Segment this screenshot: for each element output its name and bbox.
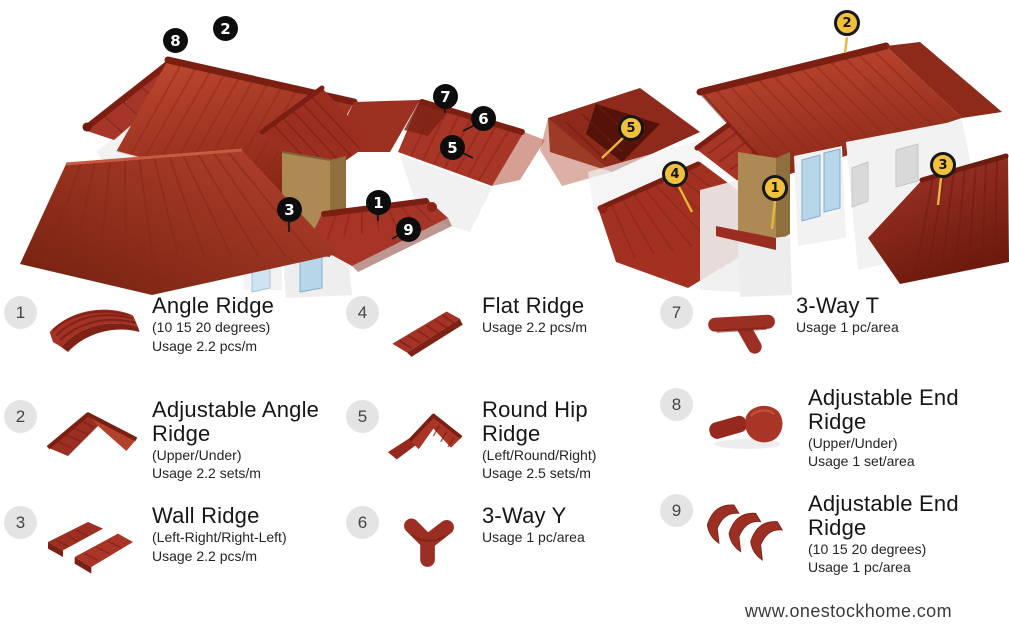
item-text: Adjustable End Ridge (Upper/Under) Usage…: [808, 386, 998, 471]
3-way-y-image: [385, 504, 473, 585]
marker-right-2: 2: [834, 10, 860, 36]
legend-item-adjustable-end-ridge-upper: 8 Adjustable End Ridge (Upper/Under) Usa…: [660, 386, 998, 471]
marker-left-7: 7: [433, 84, 458, 109]
item-title: 3-Way T: [796, 293, 880, 318]
item-spec: (Upper/Under): [152, 446, 242, 463]
wall-ridge-image: [43, 504, 143, 585]
item-spec: (10 15 20 degrees): [808, 540, 927, 557]
adjustable-end-ridge-upper-image: [699, 386, 799, 467]
item-title: 3-Way Y: [482, 503, 567, 528]
item-usage: Usage 1 set/area: [808, 453, 915, 470]
item-usage: Usage 2.2 pcs/m: [152, 547, 258, 564]
item-number-badge: 1: [4, 296, 37, 329]
item-text: Adjustable End Ridge (10 15 20 degrees) …: [808, 492, 998, 577]
marker-right-4: 4: [662, 161, 688, 187]
marker-right-1: 1: [762, 175, 788, 201]
item-text: 3-Way Y Usage 1 pc/area: [482, 504, 634, 547]
legend-item-angle-ridge: 1 Angle Ridge (10 15 20 degrees) Usage 2…: [4, 294, 320, 375]
adjustable-end-ridge-degrees-image: [699, 492, 799, 573]
round-hip-ridge-image: [385, 398, 473, 479]
legend-item-adjustable-angle-ridge: 2 Adjustable Angle Ridge (Upper/Under) U…: [4, 398, 320, 483]
item-text: Round Hip Ridge (Left/Round/Right) Usage…: [482, 398, 634, 483]
legend-item-flat-ridge: 4 Flat Ridge Usage 2.2 pcs/m: [346, 294, 634, 375]
left-house: [20, 56, 545, 298]
item-title: Adjustable Angle Ridge: [152, 397, 320, 446]
3-way-t-image: [699, 294, 787, 375]
item-spec: (Upper/Under): [808, 434, 898, 451]
legend-item-wall-ridge: 3 Wall Ridge (Left-Right/Right-Left): [4, 504, 320, 585]
item-number-badge: 8: [660, 388, 693, 421]
marker-left-9: 9: [396, 217, 421, 242]
legend-item-3-way-t: 7 3-Way T Usage 1 pc/area: [660, 294, 986, 375]
marker-left-5: 5: [440, 135, 465, 160]
item-number-badge: 6: [346, 506, 379, 539]
item-usage: Usage 2.2 sets/m: [152, 465, 261, 482]
item-number-badge: 5: [346, 400, 379, 433]
item-title: Flat Ridge: [482, 293, 585, 318]
item-spec: (Left/Round/Right): [482, 446, 597, 463]
item-spec: (Left-Right/Right-Left): [152, 528, 287, 545]
item-text: Angle Ridge (10 15 20 degrees) Usage 2.2…: [152, 294, 320, 356]
adjustable-angle-ridge-image: [43, 398, 143, 479]
item-title: Adjustable End Ridge: [808, 491, 959, 540]
item-text: Flat Ridge Usage 2.2 pcs/m: [482, 294, 634, 337]
legend-item-round-hip-ridge: 5 Round Hip Ridge (Left/Round/Right) Usa…: [346, 398, 634, 483]
marker-right-5: 5: [618, 115, 644, 141]
marker-left-8: 8: [163, 28, 188, 53]
website-url: www.onestockhome.com: [744, 601, 952, 621]
item-title: Adjustable End Ridge: [808, 385, 959, 434]
item-text: 3-Way T Usage 1 pc/area: [796, 294, 986, 337]
item-title: Angle Ridge: [152, 293, 275, 318]
item-text: Wall Ridge (Left-Right/Right-Left) Usage…: [152, 504, 320, 566]
item-title: Round Hip Ridge: [482, 397, 588, 446]
legend-item-3-way-y: 6 3-Way Y Usage 1 pc/area: [346, 504, 634, 585]
marker-left-1: 1: [366, 190, 391, 215]
item-title: Wall Ridge: [152, 503, 260, 528]
item-number-badge: 2: [4, 400, 37, 433]
item-usage: Usage 1 pc/area: [482, 528, 585, 545]
marker-left-6: 6: [471, 106, 496, 131]
marker-left-3: 3: [277, 197, 302, 222]
item-number-badge: 3: [4, 506, 37, 539]
item-usage: Usage 2.2 pcs/m: [152, 337, 258, 354]
marker-right-3: 3: [930, 152, 956, 178]
legend-item-adjustable-end-ridge-degrees: 9 Adjustable End Ridge (10 15 20 degrees…: [660, 492, 998, 577]
item-usage: Usage 2.2 pcs/m: [482, 318, 588, 335]
angle-ridge-image: [43, 294, 143, 375]
item-text: Adjustable Angle Ridge (Upper/Under) Usa…: [152, 398, 320, 483]
item-number-badge: 4: [346, 296, 379, 329]
marker-left-2: 2: [213, 16, 238, 41]
flat-ridge-image: [385, 294, 473, 375]
houses-illustration: [0, 0, 1009, 305]
item-spec: (10 15 20 degrees): [152, 318, 271, 335]
item-usage: Usage 1 pc/area: [796, 318, 899, 335]
houses-svg: [20, 36, 1009, 298]
item-usage: Usage 1 pc/area: [808, 559, 911, 576]
item-usage: Usage 2.5 sets/m: [482, 465, 591, 482]
item-number-badge: 7: [660, 296, 693, 329]
item-number-badge: 9: [660, 494, 693, 527]
